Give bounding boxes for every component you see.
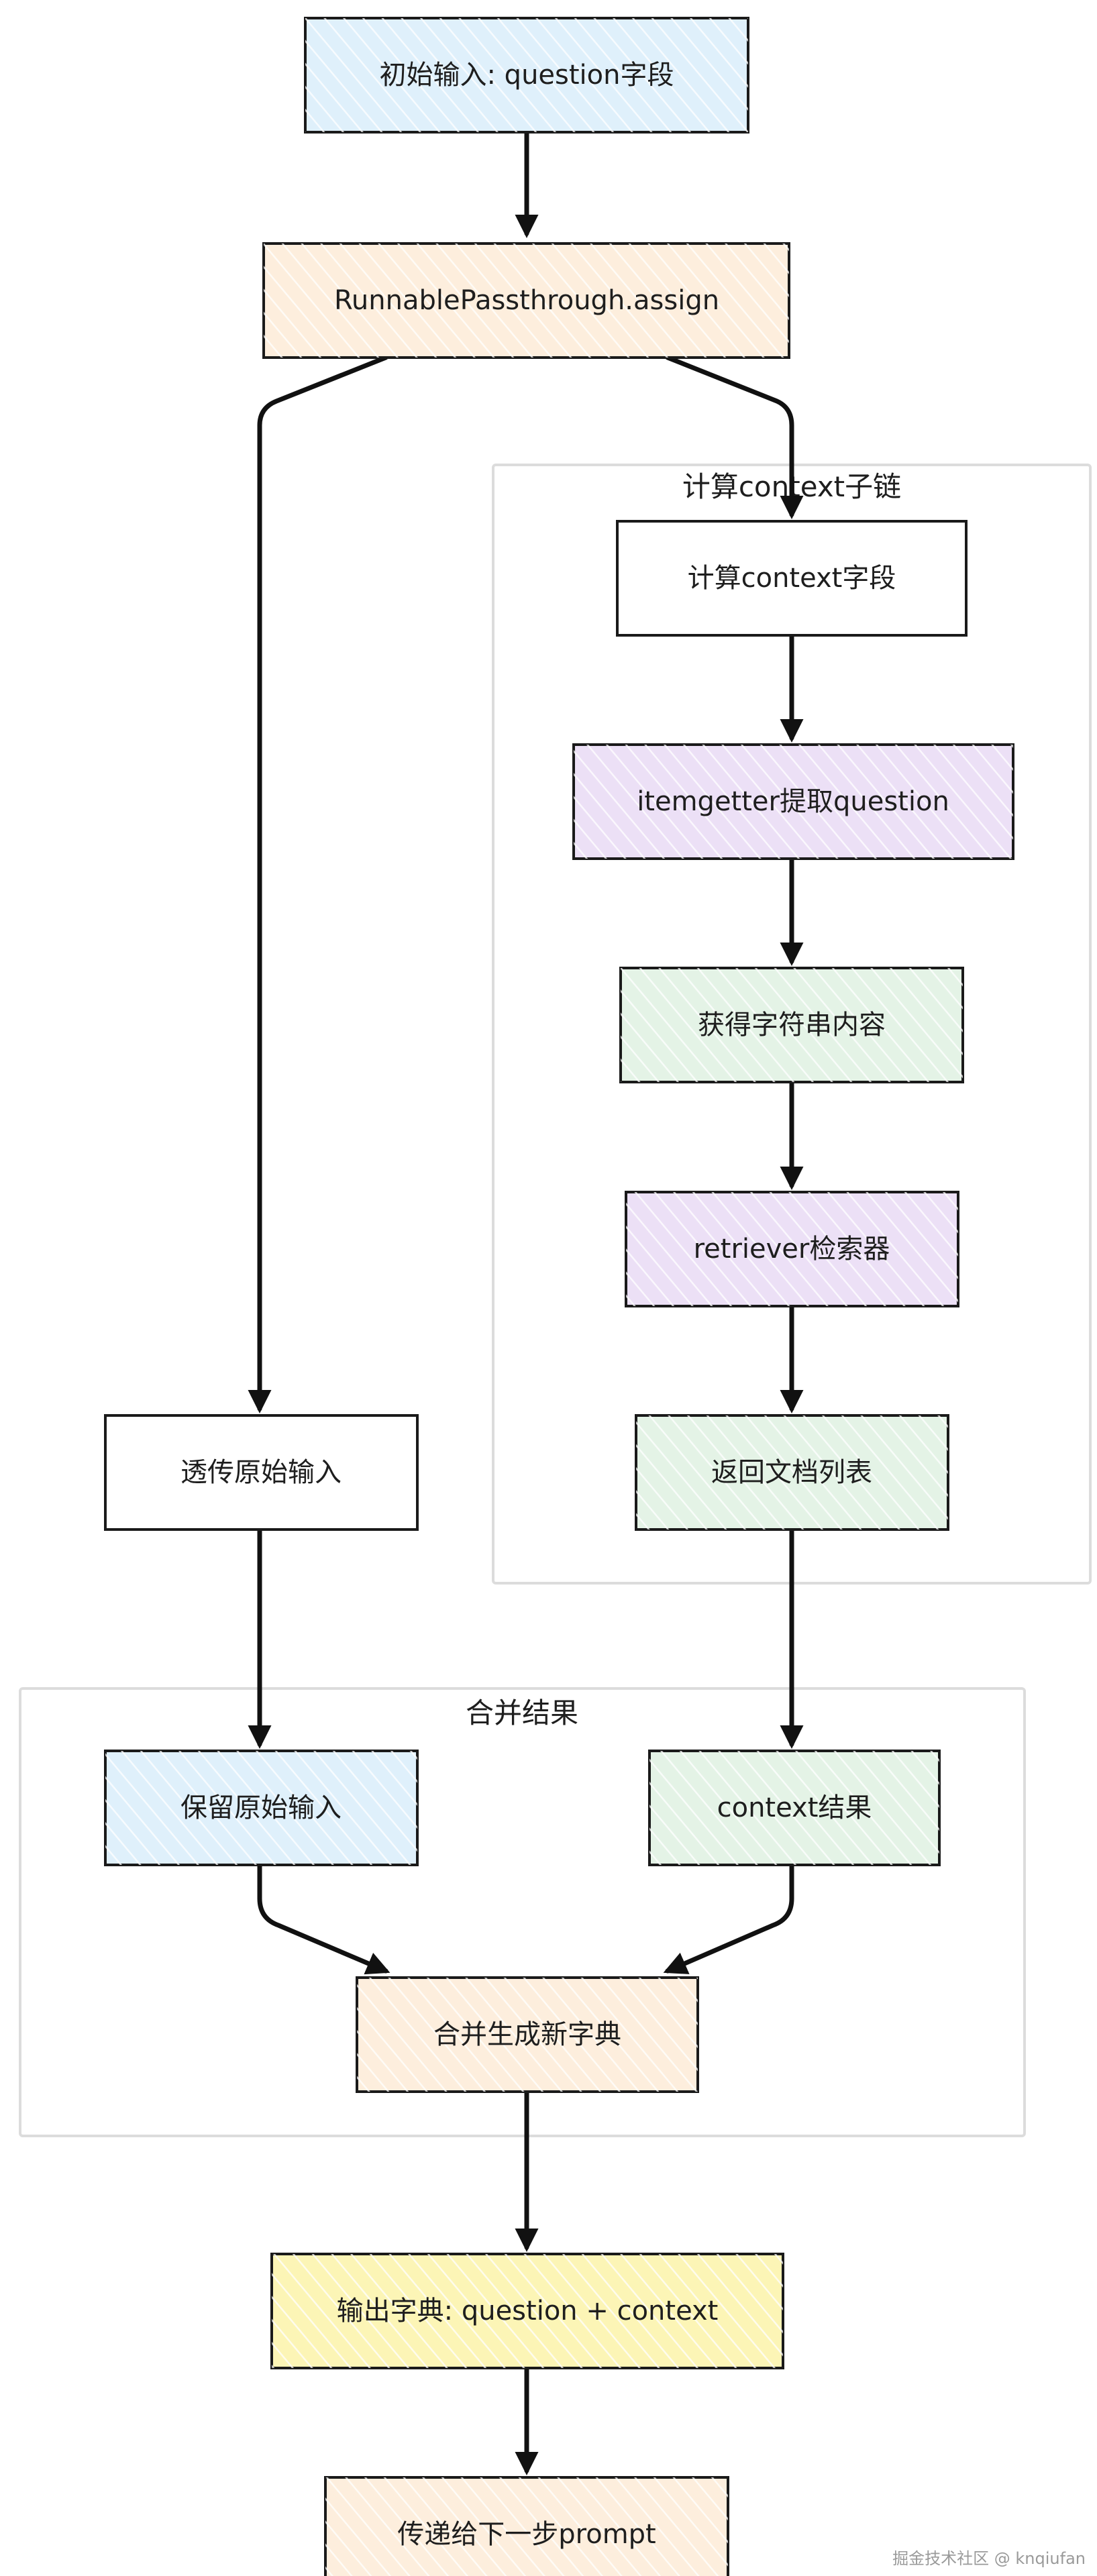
node-get-string: 获得字符串内容 bbox=[619, 967, 964, 1083]
node-get-string-hatch bbox=[621, 968, 963, 1082]
group-merge-result-frame bbox=[19, 1687, 1026, 2137]
edge-assign-to-compute-field bbox=[665, 355, 804, 519]
group-merge-result-label: 合并结果 bbox=[466, 1697, 578, 1729]
node-keep-input-label: 保留原始输入 bbox=[180, 1792, 342, 1823]
group-merge-result: 合并结果 bbox=[19, 1687, 1026, 2137]
node-merge: 合并生成新字典 bbox=[356, 1976, 699, 2093]
node-context-result-label: context结果 bbox=[717, 1792, 872, 1823]
edges bbox=[248, 129, 804, 2475]
node-context-result: context结果 bbox=[648, 1750, 941, 1866]
edge-keep-to-merge bbox=[257, 1862, 390, 1975]
node-itemgetter-label: itemgetter提取question bbox=[637, 786, 949, 817]
node-next-label: 传递给下一步prompt bbox=[397, 2519, 656, 2550]
node-compute-field: 计算context字段 bbox=[616, 520, 968, 637]
node-itemgetter-hatch bbox=[574, 745, 1013, 859]
node-input: 初始输入: question字段 bbox=[304, 17, 749, 133]
node-compute-field-label: 计算context字段 bbox=[688, 563, 896, 594]
node-itemgetter: itemgetter提取question bbox=[572, 743, 1014, 860]
node-retriever-hatch bbox=[626, 1192, 958, 1306]
node-input-hatch bbox=[305, 18, 748, 132]
node-passthrough: 透传原始输入 bbox=[104, 1414, 419, 1531]
node-passthrough-box bbox=[104, 1414, 419, 1531]
edge-assign-to-passthrough bbox=[248, 355, 388, 1413]
node-doc-list: 返回文档列表 bbox=[635, 1414, 949, 1531]
node-assign: RunnablePassthrough.assign bbox=[262, 242, 790, 359]
node-get-string-label: 获得字符串内容 bbox=[698, 1010, 886, 1040]
node-context-result-hatch bbox=[649, 1751, 939, 1865]
node-assign-label: RunnablePassthrough.assign bbox=[334, 285, 719, 316]
node-next: 传递给下一步prompt bbox=[324, 2476, 729, 2576]
node-keep-input-hatch bbox=[105, 1751, 417, 1865]
node-assign-hatch bbox=[264, 244, 789, 358]
node-output-hatch bbox=[272, 2254, 783, 2368]
node-output-label: 输出字典: question + context bbox=[337, 2296, 719, 2326]
node-merge-hatch bbox=[357, 1978, 698, 2092]
node-passthrough-label: 透传原始输入 bbox=[180, 1457, 342, 1488]
node-next-hatch bbox=[325, 2477, 728, 2576]
node-retriever-label: retriever检索器 bbox=[694, 1234, 890, 1265]
node-doc-list-label: 返回文档列表 bbox=[711, 1457, 872, 1488]
node-merge-label: 合并生成新字典 bbox=[433, 2019, 621, 2050]
watermark: 掘金技术社区 @ knqiufan bbox=[892, 2549, 1086, 2568]
node-compute-field-box bbox=[616, 520, 968, 637]
node-output: 输出字典: question + context bbox=[270, 2253, 784, 2369]
node-keep-input: 保留原始输入 bbox=[104, 1750, 419, 1866]
edge-context-to-merge bbox=[663, 1862, 794, 1974]
node-retriever: retriever检索器 bbox=[625, 1191, 959, 1307]
node-doc-list-hatch bbox=[636, 1415, 948, 1529]
node-input-label: 初始输入: question字段 bbox=[379, 60, 674, 91]
